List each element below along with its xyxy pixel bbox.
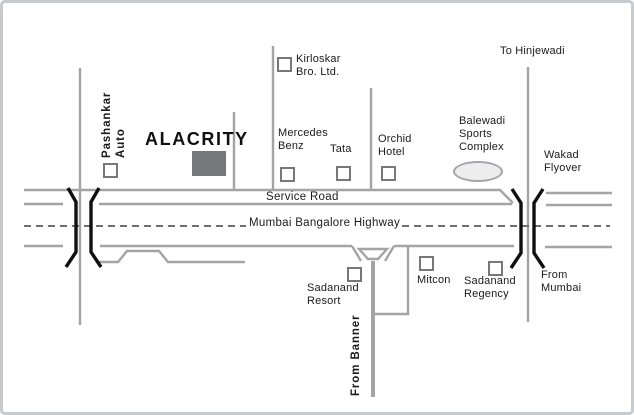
label-to-hinjewadi: To Hinjewadi xyxy=(500,45,565,57)
highway-top-edge xyxy=(24,202,612,207)
label-orchid-hotel: Orchid Hotel xyxy=(378,133,412,158)
label-pashankar-auto: Pashankar Auto xyxy=(101,91,127,158)
sadanand-resort-marker-icon xyxy=(347,267,362,282)
label-tata: Tata xyxy=(330,143,352,155)
label-balewadi-sports-complex: Balewadi Sports Complex xyxy=(459,115,506,153)
service-road-line-left xyxy=(24,188,514,204)
kirloskar-marker-icon xyxy=(277,57,292,72)
label-from-banner: From Banner xyxy=(350,314,362,396)
mercedes-marker-icon xyxy=(280,167,295,182)
alacrity-building xyxy=(192,151,226,176)
label-kirloskar: Kirloskar Bro. Ltd. xyxy=(296,53,341,78)
label-mumbai-bangalore-highway: Mumbai Bangalore Highway xyxy=(249,217,401,229)
label-from-mumbai: From Mumbai xyxy=(541,269,582,294)
project-title: ALACRITY xyxy=(145,129,249,149)
balewadi-ellipse-icon xyxy=(453,161,503,182)
label-sadanand-regency: Sadanand Regency xyxy=(464,275,516,300)
orchid-marker-icon xyxy=(381,166,396,181)
mitcon-marker-icon xyxy=(419,256,434,271)
lower-service-road xyxy=(98,249,245,264)
label-mitcon: Mitcon xyxy=(417,274,451,286)
highway-bottom-edge xyxy=(24,244,612,249)
label-sadanand-resort: Sadanand Resort xyxy=(307,282,359,307)
underpass-keystone xyxy=(356,247,390,261)
label-mercedes-benz: Mercedes Benz xyxy=(278,127,328,152)
sadanand-regency-marker-icon xyxy=(488,261,503,276)
underpass-connector xyxy=(374,247,410,316)
flyover-mark-right xyxy=(509,188,546,269)
underpass-funnel xyxy=(350,245,396,262)
pashankar-marker-icon xyxy=(103,163,118,178)
flyover-mark-left xyxy=(64,187,103,268)
label-service-road: Service Road xyxy=(266,191,339,203)
tata-marker-icon xyxy=(336,166,351,181)
label-wakad-flyover: Wakad Flyover xyxy=(544,149,582,174)
